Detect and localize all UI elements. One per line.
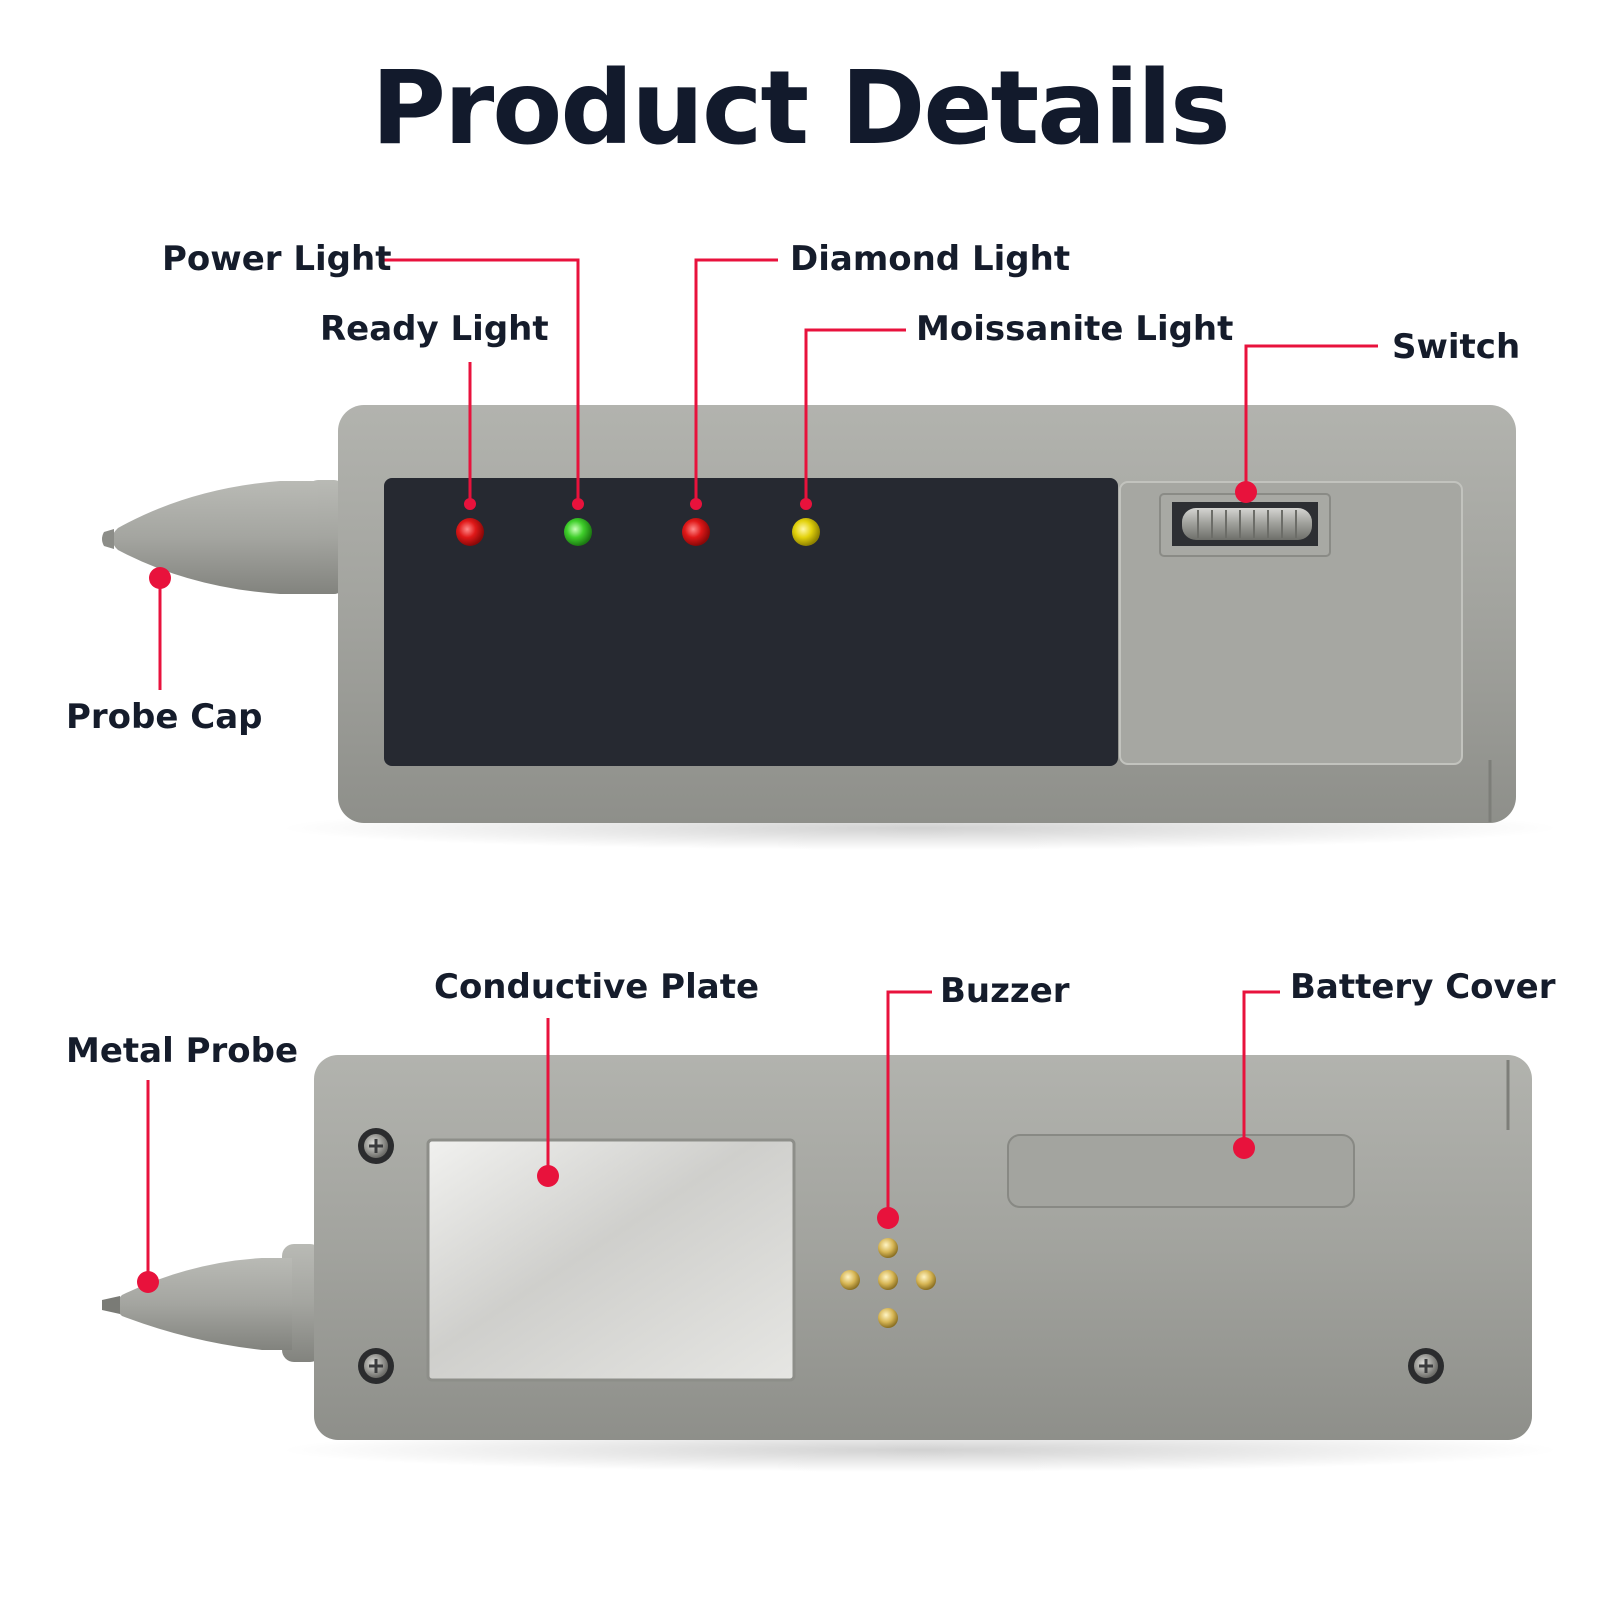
diamond-light-callout-dot: [690, 498, 702, 510]
top-device: [102, 405, 1560, 850]
diamond-light-callout-line: [694, 258, 778, 504]
power-light-led: [456, 518, 484, 546]
battery-cover-callout-dot: [1233, 1137, 1255, 1159]
callout-dots: [137, 481, 1257, 1293]
switch-wheel: [1159, 493, 1331, 557]
buzzer-label: Buzzer: [940, 971, 1070, 1011]
metal-probe-callout-dot: [137, 1271, 159, 1293]
screw: [358, 1128, 394, 1164]
buzzer-callout-line: [886, 990, 932, 1218]
battery-cover-callout-line: [1242, 990, 1280, 1148]
screw: [1408, 1348, 1444, 1384]
power-light-callout-dot: [572, 498, 584, 510]
buzzer-callout-dot: [877, 1207, 899, 1229]
ready-light-led: [564, 518, 592, 546]
probe-cap-label: Probe Cap: [66, 697, 263, 737]
page-title: Product Details: [371, 49, 1231, 168]
conductive-plate-callout-dot: [537, 1165, 559, 1187]
moissanite-light-callout-line: [804, 328, 906, 504]
moissanite-light-led: [792, 518, 820, 546]
switch-callout-line: [1244, 344, 1378, 492]
diamond-light-label: Diamond Light: [790, 239, 1070, 279]
probe-cap: [102, 480, 344, 594]
conductive-plate-label: Conductive Plate: [434, 967, 759, 1007]
buzzer-grille: [840, 1238, 936, 1328]
moissanite-light-callout-dot: [800, 498, 812, 510]
power-light-callout-line: [382, 258, 580, 504]
battery-cover: [1007, 1134, 1355, 1208]
metal-probe: [102, 1244, 322, 1362]
ready-light-label: Ready Light: [320, 309, 549, 349]
indicator-panel: [384, 478, 1118, 766]
battery-cover-label: Battery Cover: [1290, 967, 1556, 1007]
callout-lines: [146, 258, 1378, 1282]
switch-label: Switch: [1392, 327, 1520, 367]
screw: [358, 1348, 394, 1384]
ready-light-callout-dot: [464, 498, 476, 510]
moissanite-light-label: Moissanite Light: [916, 309, 1233, 349]
power-light-label: Power Light: [162, 239, 391, 279]
probe-cap-callout-dot: [149, 567, 171, 589]
metal-probe-label: Metal Probe: [66, 1031, 298, 1071]
diamond-light-led: [682, 518, 710, 546]
bottom-device: [102, 1055, 1560, 1472]
conductive-plate: [426, 1138, 796, 1382]
switch-callout-dot: [1235, 481, 1257, 503]
